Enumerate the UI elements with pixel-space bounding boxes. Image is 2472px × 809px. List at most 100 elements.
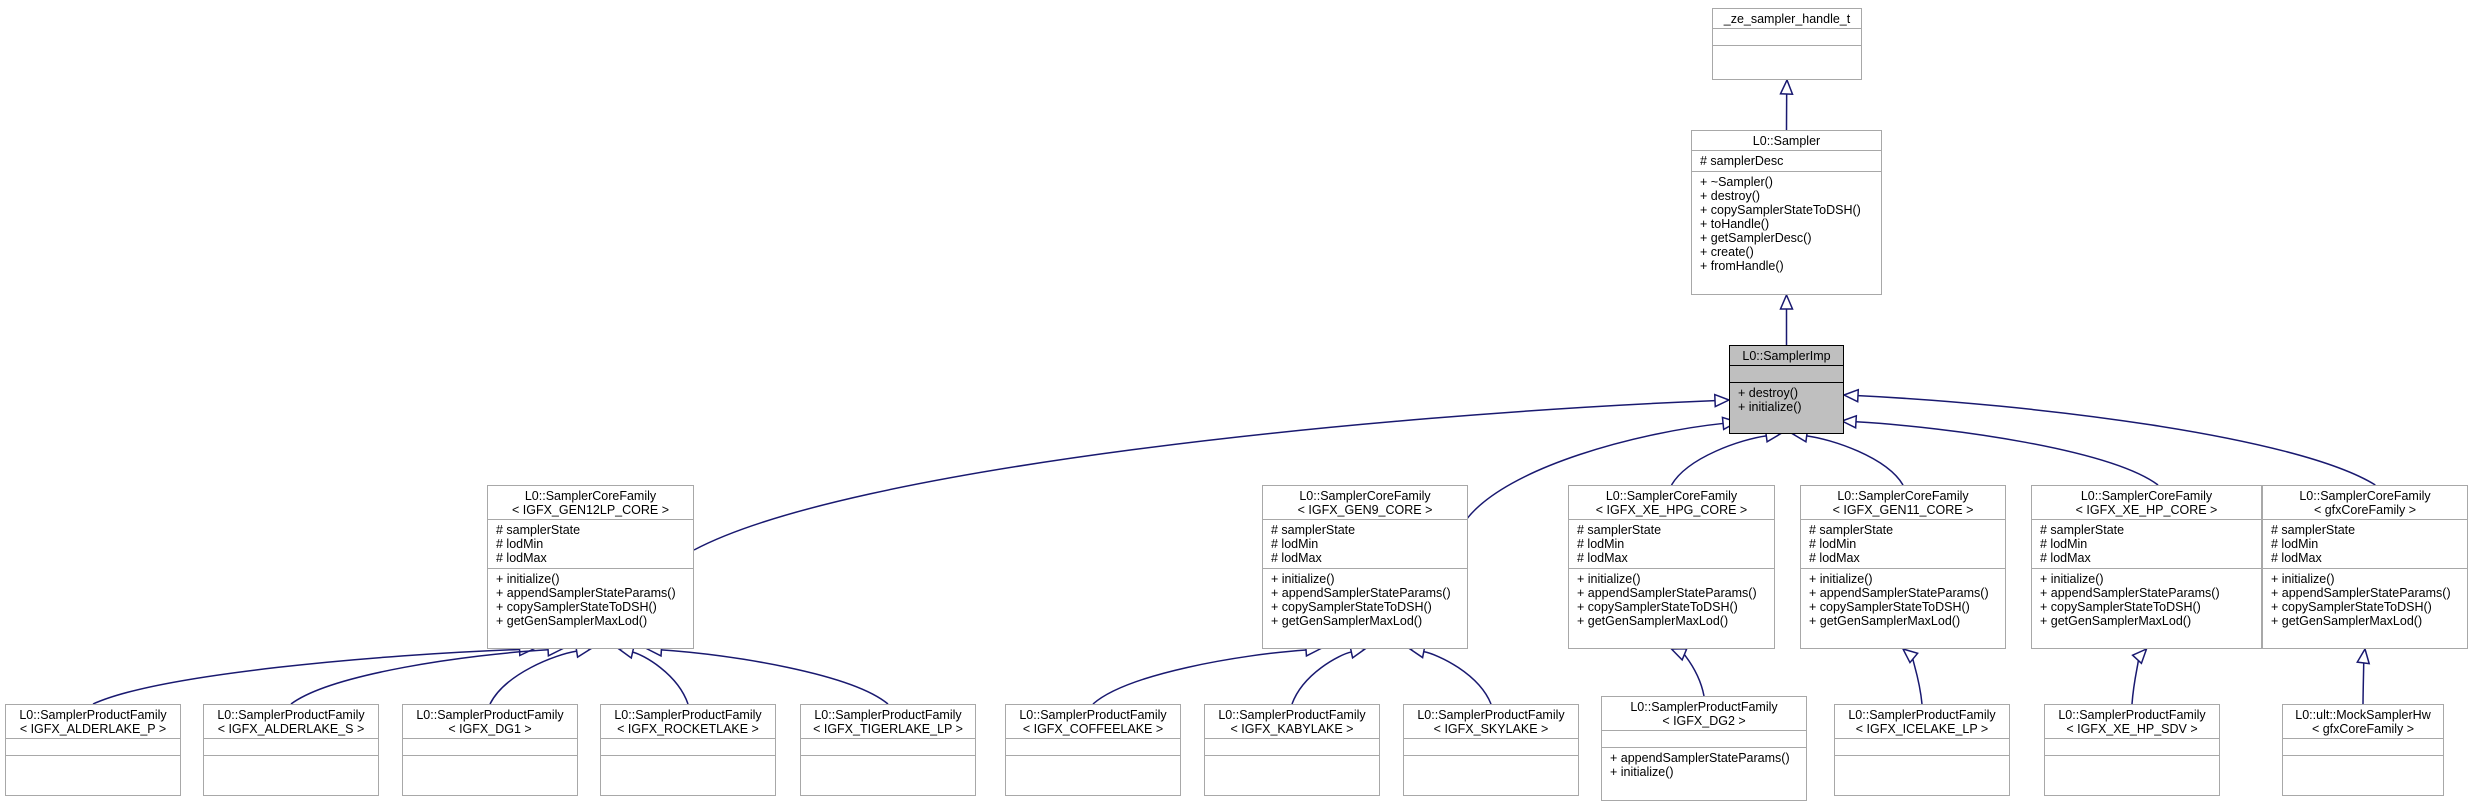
class-box-handle[interactable]: _ze_sampler_handle_t xyxy=(1712,8,1862,80)
inheritance-edge xyxy=(1806,435,1904,486)
class-name-line: L0::SamplerCoreFamily xyxy=(2299,489,2431,503)
class-name: L0::SamplerProductFamily< IGFX_ICELAKE_L… xyxy=(1835,705,2009,738)
method-item: + getGenSamplerMaxLod() xyxy=(1809,614,1961,628)
attributes-section: # samplerState# lodMin# lodMax xyxy=(488,519,693,568)
class-name-line: < IGFX_GEN9_CORE > xyxy=(1297,503,1433,517)
attributes-section xyxy=(601,738,775,755)
method-item: + ~Sampler() xyxy=(1700,175,1773,189)
class-name-line: < IGFX_KABYLAKE > xyxy=(1230,722,1354,736)
inheritance-edge xyxy=(1855,421,2159,486)
class-name-line: L0::SamplerCoreFamily xyxy=(524,489,657,503)
class-name-line: L0::SamplerProductFamily xyxy=(416,708,564,722)
class-box-gen9[interactable]: L0::SamplerCoreFamily< IGFX_GEN9_CORE >#… xyxy=(1262,485,1468,649)
methods-section xyxy=(204,755,378,772)
attributes-section xyxy=(1730,365,1843,382)
method-item: + getSamplerDesc() xyxy=(1700,231,1812,245)
inheritance-edge xyxy=(2131,657,2140,705)
methods-section xyxy=(1713,45,1861,62)
method-item: + copySamplerStateToDSH() xyxy=(496,600,657,614)
class-name-line: < IGFX_ROCKETLAKE > xyxy=(617,722,759,736)
class-name: L0::SamplerCoreFamily< IGFX_XE_HPG_CORE … xyxy=(1569,486,1774,519)
class-name-line: L0::Sampler xyxy=(1752,134,1821,148)
attribute-item: # lodMin xyxy=(2040,537,2088,551)
inheritance-arrowhead xyxy=(1713,393,1731,408)
class-name-line: L0::SamplerProductFamily xyxy=(1417,708,1565,722)
attribute-item: # lodMax xyxy=(2040,551,2091,565)
attribute-item: # lodMin xyxy=(496,537,544,551)
methods-section: + destroy()+ initialize() xyxy=(1730,382,1843,417)
class-name-line: < IGFX_SKYLAKE > xyxy=(1433,722,1549,736)
methods-section: + initialize()+ appendSamplerStateParams… xyxy=(2263,568,2467,631)
attribute-item: # lodMin xyxy=(2271,537,2319,551)
class-box-gfxcore[interactable]: L0::SamplerCoreFamily< gfxCoreFamily ># … xyxy=(2262,485,2468,649)
method-item: + create() xyxy=(1700,245,1754,259)
methods-section: + initialize()+ appendSamplerStateParams… xyxy=(488,568,693,631)
inheritance-edge xyxy=(489,650,577,705)
class-box-icelake[interactable]: L0::SamplerProductFamily< IGFX_ICELAKE_L… xyxy=(1834,704,2010,796)
class-box-xehpg[interactable]: L0::SamplerCoreFamily< IGFX_XE_HPG_CORE … xyxy=(1568,485,1775,649)
inheritance-arrowhead xyxy=(1779,293,1794,310)
class-name-line: L0::SamplerProductFamily xyxy=(1848,708,1996,722)
attribute-item: # samplerState xyxy=(1809,523,1894,537)
inheritance-arrowhead xyxy=(1842,388,1860,403)
methods-section xyxy=(601,755,775,772)
method-item: + initialize() xyxy=(1809,572,1873,586)
inheritance-arrowhead xyxy=(1669,648,1688,662)
class-box-skylake[interactable]: L0::SamplerProductFamily< IGFX_SKYLAKE > xyxy=(1403,704,1579,796)
methods-section: + initialize()+ appendSamplerStateParams… xyxy=(1569,568,1774,631)
methods-section xyxy=(1835,755,2009,772)
attribute-item: # samplerDesc xyxy=(1700,154,1784,168)
method-item: + getGenSamplerMaxLod() xyxy=(496,614,648,628)
attribute-item: # lodMax xyxy=(2271,551,2322,565)
class-box-gen12lp[interactable]: L0::SamplerCoreFamily< IGFX_GEN12LP_CORE… xyxy=(487,485,694,649)
method-item: + initialize() xyxy=(496,572,560,586)
attributes-section: # samplerState# lodMin# lodMax xyxy=(2263,519,2467,568)
class-name-line: < IGFX_ICELAKE_LP > xyxy=(1855,722,1989,736)
class-box-imp[interactable]: L0::SamplerImp+ destroy()+ initialize() xyxy=(1729,345,1844,434)
class-box-xehp[interactable]: L0::SamplerCoreFamily< IGFX_XE_HP_CORE >… xyxy=(2031,485,2262,649)
class-name: L0::SamplerCoreFamily< gfxCoreFamily > xyxy=(2263,486,2467,519)
class-name: L0::SamplerProductFamily< IGFX_SKYLAKE > xyxy=(1404,705,1578,738)
class-box-xehpsdv[interactable]: L0::SamplerProductFamily< IGFX_XE_HP_SDV… xyxy=(2044,704,2220,796)
class-box-gen11[interactable]: L0::SamplerCoreFamily< IGFX_GEN11_CORE >… xyxy=(1800,485,2006,649)
class-name-line: < IGFX_XE_HP_SDV > xyxy=(2066,722,2198,736)
method-item: + copySamplerStateToDSH() xyxy=(1809,600,1970,614)
class-box-alderlake-p[interactable]: L0::SamplerProductFamily< IGFX_ALDERLAKE… xyxy=(5,704,181,796)
attributes-section xyxy=(204,738,378,755)
method-item: + appendSamplerStateParams() xyxy=(1809,586,1989,600)
class-name-line: < IGFX_ALDERLAKE_P > xyxy=(19,722,167,736)
class-name: L0::SamplerProductFamily< IGFX_ALDERLAKE… xyxy=(204,705,378,738)
method-item: + copySamplerStateToDSH() xyxy=(2271,600,2432,614)
method-item: + destroy() xyxy=(1700,189,1761,203)
class-name-line: L0::SamplerCoreFamily xyxy=(1837,489,1969,503)
attributes-section: # samplerState# lodMin# lodMax xyxy=(1569,519,1774,568)
class-box-dg1[interactable]: L0::SamplerProductFamily< IGFX_DG1 > xyxy=(402,704,578,796)
class-box-coffeelake[interactable]: L0::SamplerProductFamily< IGFX_COFFEELAK… xyxy=(1005,704,1181,796)
method-item: + initialize() xyxy=(1271,572,1335,586)
attributes-section xyxy=(1404,738,1578,755)
class-name-line: L0::SamplerProductFamily xyxy=(2058,708,2206,722)
method-item: + fromHandle() xyxy=(1700,259,1784,273)
class-box-tigerlake[interactable]: L0::SamplerProductFamily< IGFX_TIGERLAKE… xyxy=(800,704,976,796)
method-item: + initialize() xyxy=(1610,765,1674,779)
inheritance-edge xyxy=(1912,656,1923,705)
class-name-line: L0::ult::MockSamplerHw xyxy=(2295,708,2431,722)
class-name: L0::SamplerCoreFamily< IGFX_GEN12LP_CORE… xyxy=(488,486,693,519)
inheritance-arrowhead xyxy=(1840,414,1858,429)
attributes-section xyxy=(6,738,180,755)
class-box-mock[interactable]: L0::ult::MockSamplerHw< gfxCoreFamily > xyxy=(2282,704,2444,796)
attribute-item: # samplerState xyxy=(1577,523,1662,537)
class-box-alderlake-s[interactable]: L0::SamplerProductFamily< IGFX_ALDERLAKE… xyxy=(203,704,379,796)
method-item: + initialize() xyxy=(1577,572,1641,586)
class-name: L0::SamplerImp xyxy=(1730,346,1843,365)
attributes-section xyxy=(2283,738,2443,755)
attributes-section xyxy=(1006,738,1180,755)
inheritance-edge xyxy=(1683,653,1705,697)
class-box-kabylake[interactable]: L0::SamplerProductFamily< IGFX_KABYLAKE … xyxy=(1204,704,1380,796)
class-name-line: < IGFX_ALDERLAKE_S > xyxy=(217,722,365,736)
class-box-rocketlake[interactable]: L0::SamplerProductFamily< IGFX_ROCKETLAK… xyxy=(600,704,776,796)
class-box-sampler[interactable]: L0::Sampler# samplerDesc+ ~Sampler()+ de… xyxy=(1691,130,1882,295)
class-box-dg2[interactable]: L0::SamplerProductFamily< IGFX_DG2 >+ ap… xyxy=(1601,696,1807,801)
method-item: + copySamplerStateToDSH() xyxy=(1577,600,1738,614)
attribute-item: # lodMin xyxy=(1271,537,1319,551)
